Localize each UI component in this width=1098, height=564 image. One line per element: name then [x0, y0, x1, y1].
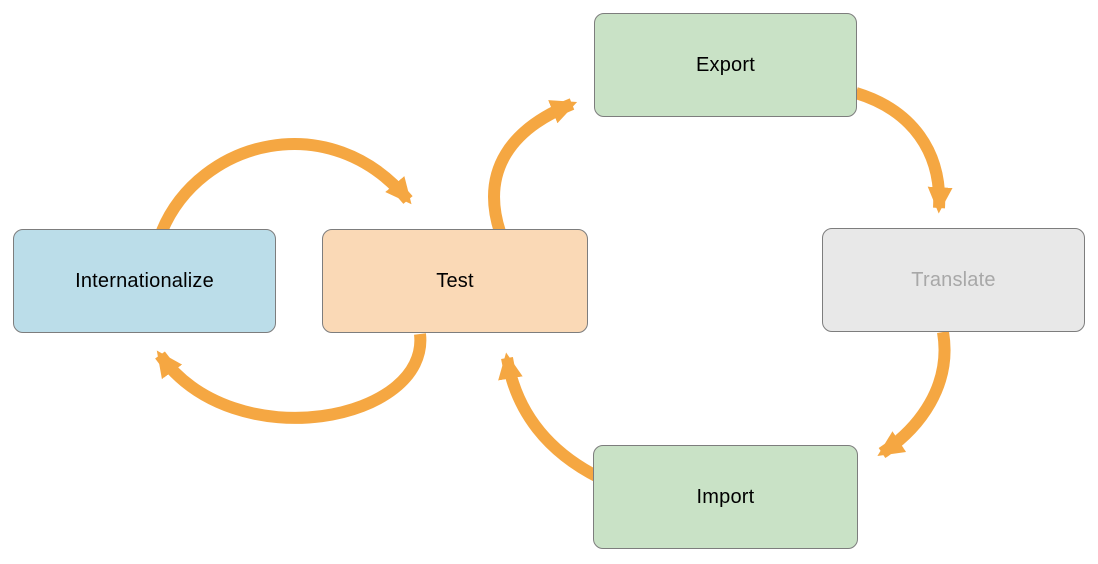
node-export: Export — [594, 13, 857, 117]
arrow-internationalize-to-test — [156, 138, 413, 234]
node-label-test: Test — [436, 269, 474, 292]
node-label-export: Export — [695, 53, 755, 76]
node-label-import: Import — [696, 485, 755, 508]
arrow-test-to-internationalize — [155, 333, 427, 424]
node-label-internationalize: Internationalize — [75, 269, 214, 292]
arrow-export-to-translate — [854, 87, 953, 214]
arrow-import-to-test — [498, 352, 603, 484]
node-label-translate: Translate — [911, 268, 996, 291]
arrow-test-to-export — [488, 98, 578, 234]
node-import: Import — [593, 445, 858, 549]
node-translate: Translate — [822, 228, 1085, 332]
node-test: Test — [322, 229, 588, 333]
arrow-translate-to-import — [877, 330, 951, 459]
node-internationalize: Internationalize — [13, 229, 276, 333]
